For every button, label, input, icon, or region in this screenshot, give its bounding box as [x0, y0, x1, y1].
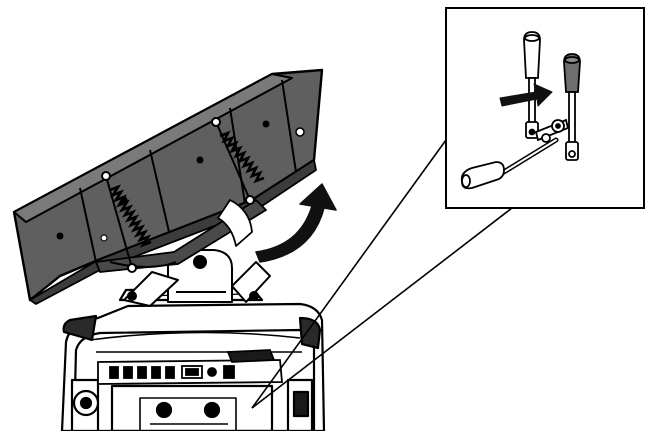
mount-frame	[123, 249, 271, 307]
control-panel	[97, 349, 283, 385]
callout-leaders	[251, 139, 513, 409]
rotation-arrow	[255, 183, 337, 263]
lever-handle-shifted	[563, 53, 581, 161]
lever-pivot	[534, 118, 570, 143]
right-spring	[211, 117, 265, 205]
lever-handle-lowered	[460, 137, 559, 190]
lever-handle-up	[523, 31, 541, 139]
left-spring	[101, 171, 152, 273]
lift-springs	[101, 117, 265, 273]
tractor-body	[60, 286, 326, 431]
plow-blade	[12, 68, 324, 305]
push-arrow	[499, 83, 553, 107]
detail-callout	[445, 7, 645, 209]
